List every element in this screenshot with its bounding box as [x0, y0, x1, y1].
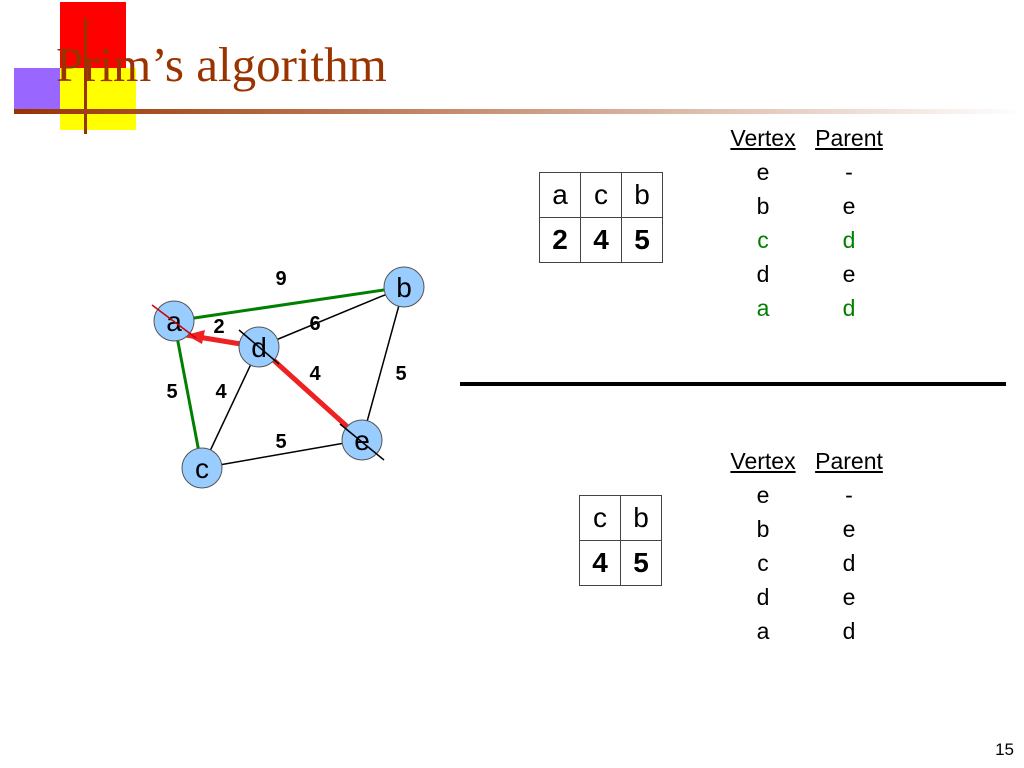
parent-cell: d — [842, 618, 856, 644]
heap-key: c — [580, 172, 622, 218]
vertex-cell: a — [756, 295, 770, 321]
vertex-cell: b — [756, 193, 770, 219]
edge-b-e — [361, 286, 405, 441]
weight-a-b: 9 — [275, 268, 286, 290]
parent-cell: - — [845, 159, 853, 185]
priority-queue-top: a c b 2 4 5 — [539, 172, 663, 263]
column-header-vertex: Vertex — [730, 448, 796, 474]
parent-cell: d — [842, 295, 856, 321]
node-b: b — [383, 266, 425, 308]
table-row: b e — [725, 512, 897, 546]
vertex-cell: d — [756, 261, 770, 287]
title-underline — [14, 109, 1024, 114]
table-row: b e — [725, 189, 897, 223]
node-e-cross-mark — [339, 423, 385, 461]
heap-value-row: 4 5 — [579, 540, 662, 586]
heap-key-row: c b — [579, 495, 662, 541]
table-header-row: Vertex Parent — [725, 444, 897, 478]
vertex-parent-table-top: Vertex Parent e - b e c d d e a d — [725, 121, 897, 325]
node-c-label: c — [195, 453, 209, 484]
table-row: e - — [725, 155, 897, 189]
parent-cell: e — [842, 193, 856, 219]
heap-key: b — [620, 495, 662, 541]
slide-title: Prim’s algorithm — [56, 37, 387, 92]
vertex-cell: b — [756, 516, 770, 542]
table-row: c d — [725, 223, 897, 257]
weight-d-c: 4 — [215, 381, 227, 403]
vertex-cell: d — [756, 584, 770, 610]
edge-a-b — [173, 285, 405, 323]
heap-key: c — [579, 495, 621, 541]
edge-d-c — [201, 346, 260, 469]
page-number: 15 — [995, 740, 1014, 759]
deco-square-red — [60, 2, 126, 68]
heap-value: 4 — [579, 540, 621, 586]
heap-value: 5 — [620, 540, 662, 586]
parent-cell: d — [842, 227, 856, 253]
table-row: a d — [725, 614, 897, 648]
heap-key-row: a c b — [539, 172, 663, 218]
weight-a-d: 2 — [213, 316, 224, 338]
deco-vertical-line — [84, 18, 87, 134]
weight-d-b: 6 — [309, 313, 320, 335]
heap-value: 4 — [580, 217, 622, 263]
table-row: a d — [725, 291, 897, 325]
heap-value-row: 2 4 5 — [539, 217, 663, 263]
column-header-parent: Parent — [815, 448, 883, 474]
heap-value: 5 — [621, 217, 663, 263]
table-row: d e — [725, 257, 897, 291]
parent-cell: e — [842, 584, 856, 610]
vertex-cell: e — [756, 159, 770, 185]
parent-cell: e — [842, 261, 856, 287]
column-header-vertex: Vertex — [730, 125, 796, 151]
edge-c-e — [201, 439, 363, 469]
node-b-label: b — [396, 272, 412, 303]
weight-b-e: 5 — [395, 363, 406, 385]
heap-key: a — [539, 172, 581, 218]
weight-d-e: 4 — [309, 363, 321, 385]
edge-a-c — [172, 320, 204, 469]
edge-d-b — [258, 286, 405, 348]
table-row: e - — [725, 478, 897, 512]
weight-a-c: 5 — [166, 381, 177, 403]
node-a-cross-mark — [151, 304, 197, 339]
section-divider — [460, 382, 1006, 386]
heap-key: b — [621, 172, 663, 218]
table-row: c d — [725, 546, 897, 580]
node-e-label: e — [354, 425, 370, 456]
weight-c-e: 5 — [275, 431, 286, 453]
table-header-row: Vertex Parent — [725, 121, 897, 155]
table-row: d e — [725, 580, 897, 614]
vertex-cell: a — [756, 618, 770, 644]
parent-cell: e — [842, 516, 856, 542]
column-header-parent: Parent — [815, 125, 883, 151]
parent-cell: d — [842, 550, 856, 576]
heap-value: 2 — [539, 217, 581, 263]
vertex-cell: c — [757, 227, 769, 253]
vertex-cell: e — [756, 482, 770, 508]
deco-square-yellow — [60, 68, 136, 130]
vertex-parent-table-bottom: Vertex Parent e - b e c d d e a d — [725, 444, 897, 648]
edge-weights: 9 2 6 5 4 4 5 5 — [166, 268, 406, 453]
node-d-cross-mark — [238, 329, 280, 365]
vertex-cell: c — [757, 550, 769, 576]
parent-cell: - — [845, 482, 853, 508]
priority-queue-bottom: c b 4 5 — [579, 495, 662, 586]
node-c: c — [181, 447, 223, 489]
graph-nodes: a b c d e — [153, 266, 425, 489]
